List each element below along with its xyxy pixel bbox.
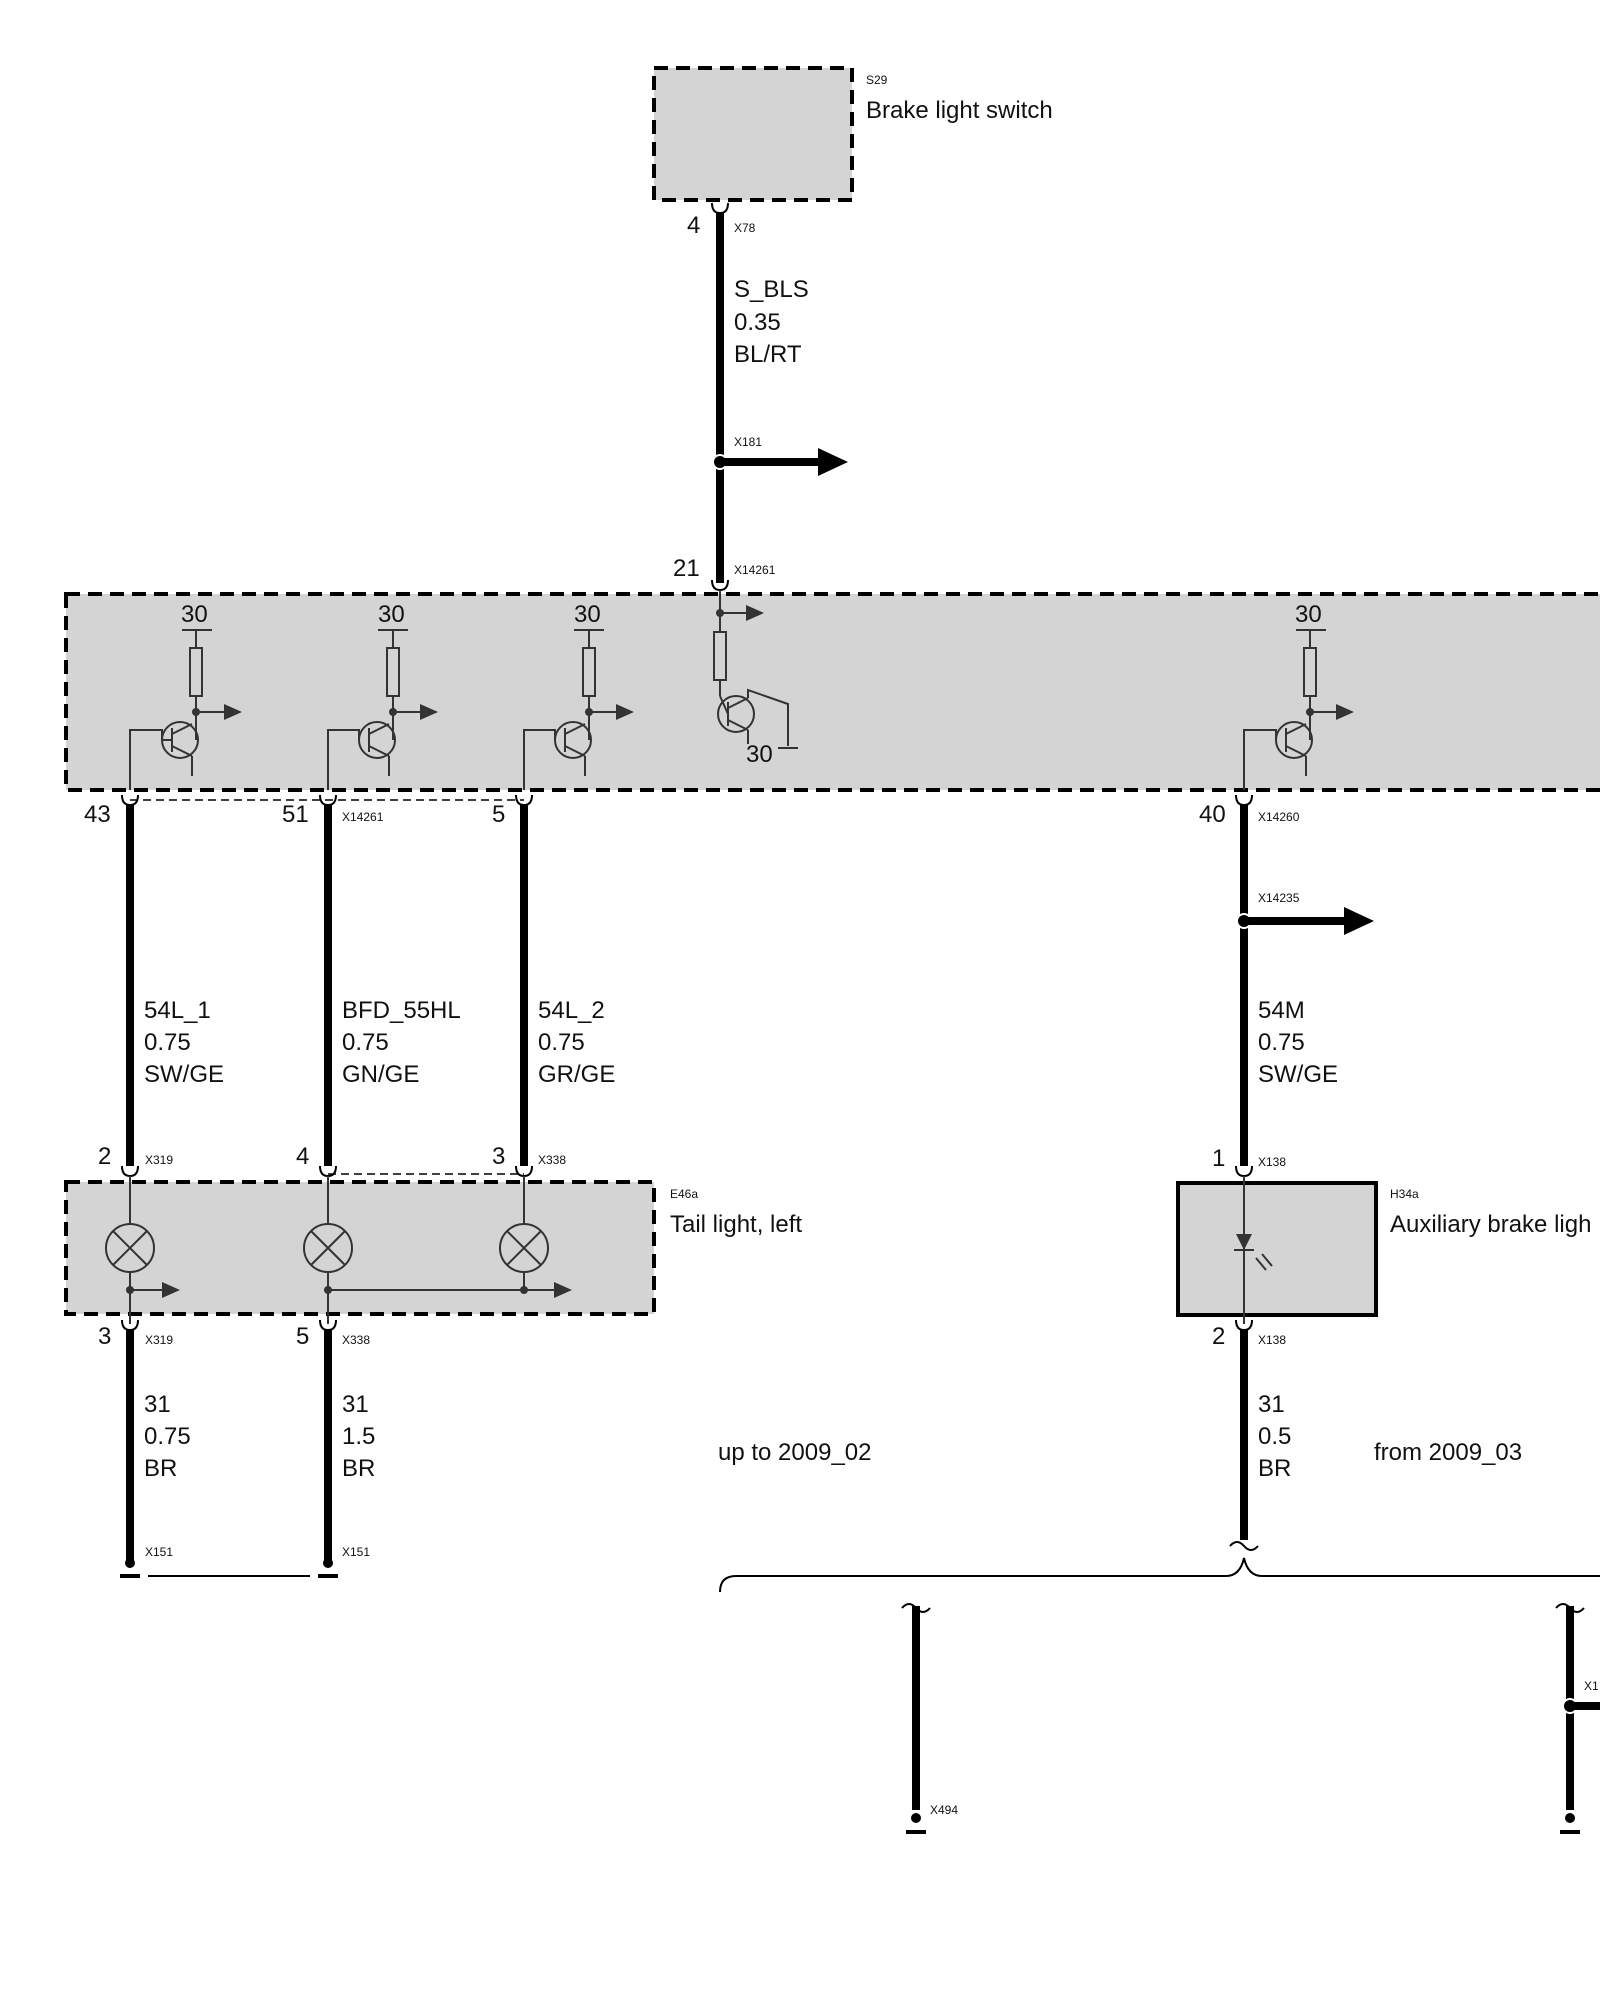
connector-x319-top: X319: [145, 1153, 173, 1167]
tail-light-name: Tail light, left: [670, 1211, 802, 1238]
wire-bfd-signal: BFD_55HL: [342, 997, 461, 1024]
pin-ecu-43: 43: [84, 801, 111, 828]
wire-s-bls-color: BL/RT: [734, 341, 802, 368]
aux-brake-name: Auxiliary brake ligh: [1390, 1211, 1591, 1238]
connector-x14261-out: X14261: [342, 810, 384, 824]
brake-light-switch-box: [652, 66, 854, 202]
supply-30-c: 30: [574, 601, 601, 628]
driver-stage-43: 30: [129, 601, 242, 790]
wire-54l-1-color: SW/GE: [144, 1061, 224, 1088]
pin-tl-5: 5: [296, 1323, 309, 1350]
wire-g1-signal: 31: [144, 1391, 171, 1418]
wire-g2-size: 1.5: [342, 1423, 375, 1450]
connector-x338-top: X338: [538, 1153, 566, 1167]
driver-stage-51: 30: [327, 601, 438, 790]
wire-bfd-color: GN/GE: [342, 1061, 419, 1088]
tail-light-code: E46a: [670, 1187, 698, 1201]
note-up-to: up to 2009_02: [718, 1439, 871, 1466]
connector-partial: X1: [1584, 1679, 1599, 1693]
pin-h-2: 2: [1212, 1323, 1225, 1350]
arrow-right-icon: [1344, 907, 1374, 935]
ground-point-x494: [911, 1813, 921, 1823]
wire-s-bls-signal: S_BLS: [734, 276, 809, 303]
connector-x151-a: X151: [145, 1545, 173, 1559]
wire-54m-signal: 54M: [1258, 997, 1305, 1024]
lamp-icons: [105, 1176, 572, 1324]
pin-tl-3b: 3: [98, 1323, 111, 1350]
pin-tl-3: 3: [492, 1143, 505, 1170]
led-icon: [1234, 1176, 1273, 1324]
brake-switch-code: S29: [866, 73, 888, 87]
wire-54l-1-signal: 54L_1: [144, 997, 211, 1024]
pin-ecu-in: 21: [673, 555, 700, 582]
wire-s-bls-size: 0.35: [734, 309, 781, 336]
pin-h-1: 1: [1212, 1145, 1225, 1172]
note-from: from 2009_03: [1374, 1439, 1522, 1466]
wire-54l-2-size: 0.75: [538, 1029, 585, 1056]
connector-x319-bot: X319: [145, 1333, 173, 1347]
connector-x138-bot: X138: [1258, 1333, 1286, 1347]
connector-x14260: X14260: [1258, 810, 1300, 824]
aux-brake-code: H34a: [1390, 1187, 1419, 1201]
wire-g2-color: BR: [342, 1455, 375, 1482]
pin-ecu-40: 40: [1199, 801, 1226, 828]
wire-54l-2-signal: 54L_2: [538, 997, 605, 1024]
wire-g1-size: 0.75: [144, 1423, 191, 1450]
driver-stage-5: 30: [523, 601, 634, 790]
wire-54l-1-size: 0.75: [144, 1029, 191, 1056]
aux-brake-light-box: [1176, 1181, 1378, 1317]
ground-points-x151: [120, 1558, 338, 1578]
control-unit-box: [64, 592, 1600, 792]
pin-ecu-5: 5: [492, 801, 505, 828]
connector-x151-b: X151: [342, 1545, 370, 1559]
wire-g3-signal: 31: [1258, 1391, 1285, 1418]
supply-30-d: 30: [1295, 601, 1322, 628]
connector-x338-bot: X338: [342, 1333, 370, 1347]
variant-brace: [719, 1557, 1600, 1593]
connector-x138-top: X138: [1258, 1155, 1286, 1169]
wire-g1-color: BR: [144, 1455, 177, 1482]
wire-g2-signal: 31: [342, 1391, 369, 1418]
wire-break-symbol: [1229, 1541, 1259, 1551]
driver-stage-40: 30: [1243, 601, 1354, 790]
connector-x78-symbol: [711, 202, 729, 215]
wire-g3-size: 0.5: [1258, 1423, 1291, 1450]
connector-x14261-in: X14261: [734, 563, 776, 577]
supply-30-b: 30: [378, 601, 405, 628]
pin-s29: 4: [687, 212, 700, 239]
input-stage-21: 30: [713, 590, 798, 768]
connector-x181: X181: [734, 435, 762, 449]
connector-x78: X78: [734, 221, 756, 235]
supply-30-a: 30: [181, 601, 208, 628]
pin-ecu-51: 51: [282, 801, 309, 828]
lower-connectors: [121, 1319, 1253, 1332]
wire-g3-color: BR: [1258, 1455, 1291, 1482]
wire-54m-size: 0.75: [1258, 1029, 1305, 1056]
pin-tl-2: 2: [98, 1143, 111, 1170]
ground-point-b: [1565, 1813, 1575, 1823]
brake-switch-name: Brake light switch: [866, 97, 1053, 124]
supply-30-gnd: 30: [746, 741, 773, 768]
tail-light-input-connectors: [121, 1165, 1253, 1178]
wire-54m-color: SW/GE: [1258, 1061, 1338, 1088]
arrow-right-icon: [818, 448, 848, 476]
wire-54l-2-color: GR/GE: [538, 1061, 615, 1088]
connector-x14235: X14235: [1258, 891, 1300, 905]
pin-tl-4: 4: [296, 1143, 309, 1170]
connector-x494: X494: [930, 1803, 958, 1817]
wire-bfd-size: 0.75: [342, 1029, 389, 1056]
